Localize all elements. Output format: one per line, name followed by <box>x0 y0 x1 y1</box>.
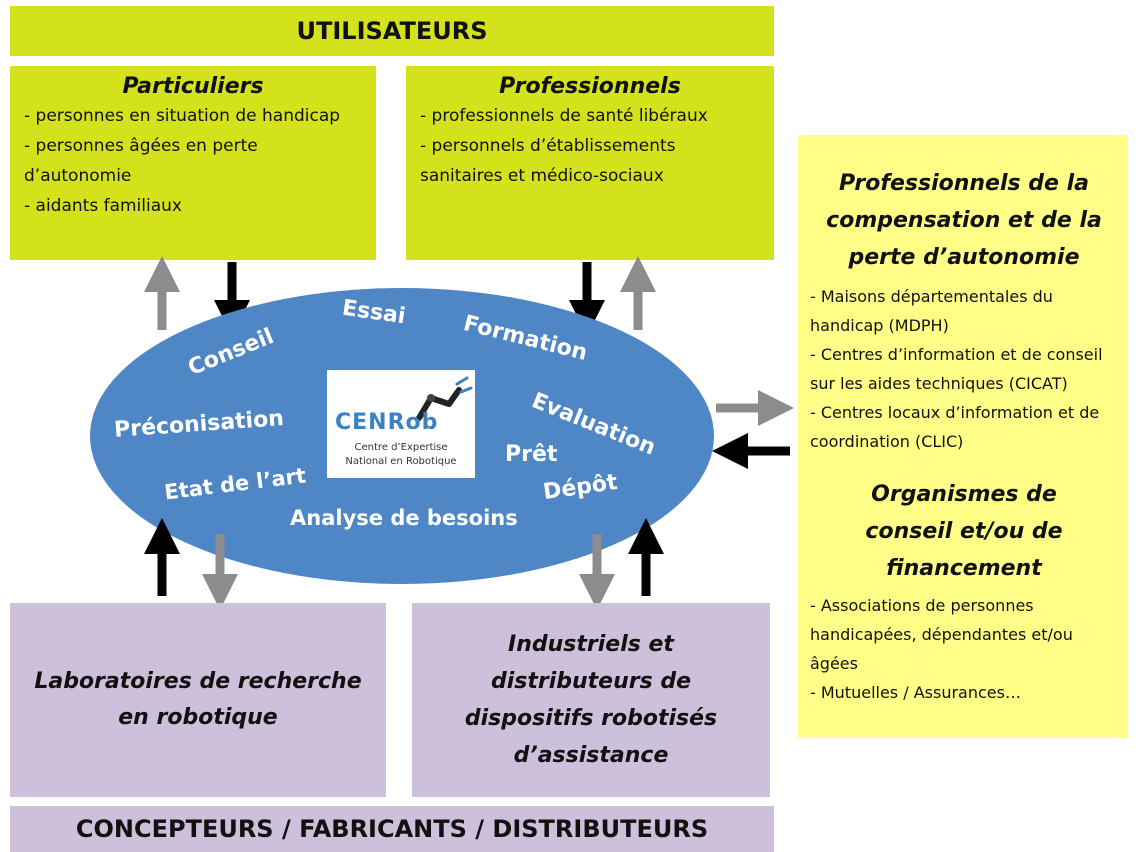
users-banner: UTILISATEURS <box>10 6 774 56</box>
cenrob-logo-line1: Centre d’Expertise <box>354 442 448 453</box>
right-panel: Professionnels de la compensation et de … <box>798 135 1128 738</box>
professionnels-list: - professionnels de santé libéraux - per… <box>420 101 760 191</box>
compensation-item: - Centres locaux d’information et de coo… <box>810 403 1100 451</box>
word-analyse: Analyse de besoins <box>290 506 518 530</box>
concepteurs-banner: CONCEPTEURS / FABRICANTS / DISTRIBUTEURS <box>10 806 774 852</box>
word-conseil: Conseil <box>184 324 278 381</box>
financement-item: - Associations de personnes handicapées,… <box>810 596 1073 673</box>
word-etat: Etat de l’art <box>163 463 308 505</box>
particuliers-item: - personnes en situation de handicap <box>24 106 341 126</box>
professionnels-item: - personnels d’établissements sanitaires… <box>420 136 676 186</box>
industriels-box: Industriels et distributeurs de disposit… <box>412 603 770 797</box>
word-formation: Formation <box>460 311 590 366</box>
financement-list: - Associations de personnes handicapées,… <box>810 591 1118 707</box>
laboratoires-title: Laboratoires de recherche en robotique <box>34 669 362 730</box>
particuliers-box: Particuliers - personnes en situation de… <box>10 66 376 260</box>
compensation-title: Professionnels de la compensation et de … <box>826 171 1102 270</box>
concepteurs-banner-title: CONCEPTEURS / FABRICANTS / DISTRIBUTEURS <box>75 815 709 843</box>
word-preconisation: Préconisation <box>113 406 285 443</box>
word-essai: Essai <box>340 295 408 330</box>
cenrob-logo-line2: National en Robotique <box>345 456 457 467</box>
professionnels-item: - professionnels de santé libéraux <box>420 106 708 126</box>
word-depot: Dépôt <box>541 469 619 506</box>
users-banner-title: UTILISATEURS <box>296 17 488 45</box>
compensation-item: - Maisons départementales du handicap (M… <box>810 287 1053 335</box>
compensation-list: - Maisons départementales du handicap (M… <box>810 282 1118 456</box>
cenrob-logo-name: CENRob <box>335 410 439 435</box>
financement-title: Organismes de conseil et/ou de financeme… <box>865 482 1063 581</box>
cenrob-logo: CENRob Centre d’Expertise National en Ro… <box>327 370 475 478</box>
financement-item: - Mutuelles / Assurances… <box>810 683 1021 702</box>
industriels-title: Industriels et distributeurs de disposit… <box>464 632 718 768</box>
particuliers-item: - aidants familiaux <box>24 196 182 216</box>
particuliers-title: Particuliers <box>122 74 264 99</box>
compensation-item: - Centres d’information et de conseil su… <box>810 345 1103 393</box>
particuliers-item: - personnes âgées en perte d’autonomie <box>24 136 258 186</box>
professionnels-title: Professionnels <box>499 74 681 99</box>
professionnels-box: Professionnels - professionnels de santé… <box>406 66 774 260</box>
laboratoires-box: Laboratoires de recherche en robotique <box>10 603 386 797</box>
word-pret: Prêt <box>505 442 558 467</box>
robot-arm-icon <box>416 376 473 421</box>
particuliers-list: - personnes en situation de handicap - p… <box>24 101 362 221</box>
